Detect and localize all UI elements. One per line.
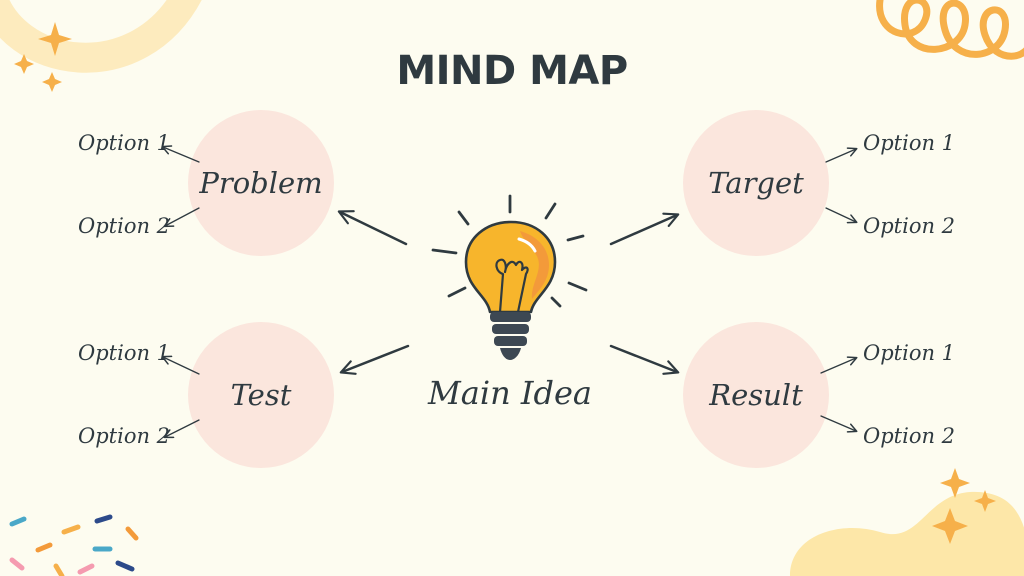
option-arrow xyxy=(820,356,858,374)
option-arrow xyxy=(825,147,858,163)
connector-arrow xyxy=(609,212,680,246)
squiggle-decoration xyxy=(876,0,1024,60)
option-label: Option 2 xyxy=(863,424,956,448)
option-label: Option 2 xyxy=(78,214,171,238)
connector-arrow xyxy=(339,344,410,375)
option-label: Option 2 xyxy=(863,214,956,238)
sparkle-icon xyxy=(940,468,970,498)
page-title: MIND MAP xyxy=(396,48,628,94)
sparkle-icon xyxy=(38,22,72,56)
sparkle-icon xyxy=(974,490,996,512)
node-label: Problem xyxy=(199,166,323,200)
node-label: Test xyxy=(230,378,292,412)
option-arrow xyxy=(161,355,200,375)
sparkle-icon xyxy=(932,508,968,544)
connector-arrow xyxy=(609,344,680,375)
node-label: Result xyxy=(709,378,803,412)
option-arrow xyxy=(163,419,200,439)
node-result: Result xyxy=(683,322,829,468)
sparkle-icon xyxy=(14,54,34,74)
confetti-decoration xyxy=(9,514,139,576)
option-arrow xyxy=(163,207,200,228)
option-label: Option 1 xyxy=(78,131,171,155)
option-label: Option 1 xyxy=(863,341,956,365)
corner-ring-decoration xyxy=(0,0,202,73)
blob-decoration xyxy=(790,491,1024,576)
option-arrow xyxy=(820,415,858,433)
option-arrow xyxy=(161,145,200,163)
node-test: Test xyxy=(188,322,334,468)
option-arrow xyxy=(825,207,858,224)
node-label: Target xyxy=(708,166,804,200)
node-problem: Problem xyxy=(188,110,334,256)
lightbulb-icon xyxy=(431,194,588,360)
connector-arrow xyxy=(337,210,408,246)
option-label: Option 2 xyxy=(78,424,171,448)
center-label: Main Idea xyxy=(428,374,592,412)
sparkle-icon xyxy=(42,72,62,92)
node-target: Target xyxy=(683,110,829,256)
option-label: Option 1 xyxy=(78,341,171,365)
option-label: Option 1 xyxy=(863,131,956,155)
